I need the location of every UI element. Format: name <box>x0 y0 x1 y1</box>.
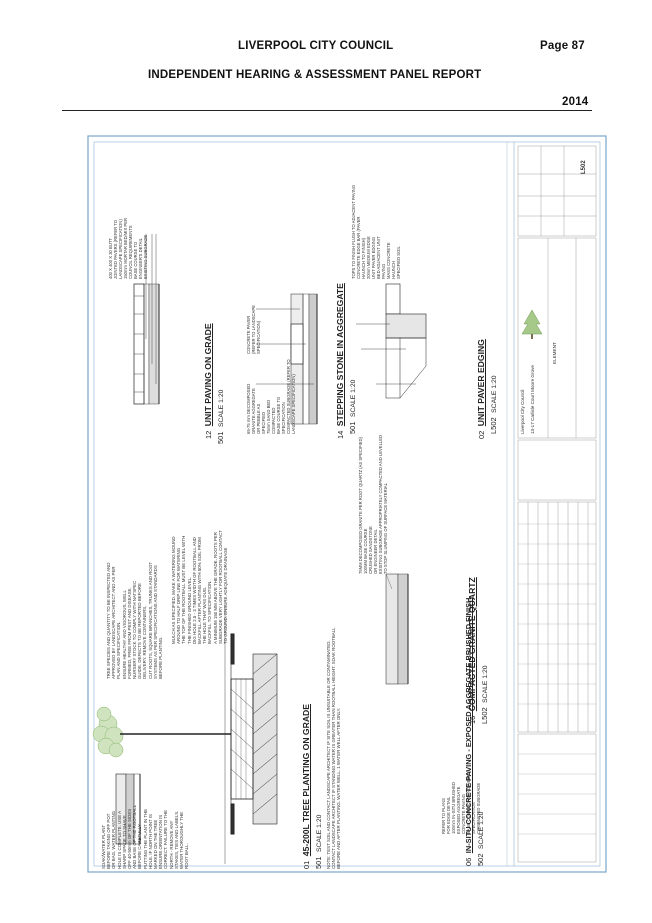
title-block-rows <box>518 523 596 835</box>
stepping-stone-section <box>256 293 318 425</box>
tree-canopy <box>92 706 124 758</box>
note-general: NOTE: TEST SOIL AND CONTACT LANDSCAPE AR… <box>326 627 342 869</box>
report-year: 2014 <box>562 96 589 108</box>
unit-paving-section <box>133 234 160 405</box>
detail-01-sheet: 501 <box>314 856 323 869</box>
detail-16-sheet: L502 <box>480 707 489 724</box>
council-name: LIVERPOOL CITY COUNCIL <box>238 40 394 52</box>
header-rule <box>62 110 592 111</box>
detail-02-scale: SCALE 1:20 <box>491 375 498 413</box>
drawing-sheet: 12 UNIT PAVING ON GRADE 501 SCALE 1:20 1… <box>86 134 608 874</box>
detail-16-scale-row: L502 SCALE 1:20 <box>474 665 492 724</box>
note-soak-water: SOAK/WATER PLANT BEFORE TAKING OFF POT O… <box>101 804 190 869</box>
page-number: Page 87 <box>540 40 585 52</box>
detail-02-sheet: L502 <box>489 417 498 434</box>
paver-edging-section <box>356 283 427 399</box>
detail-06-sheet: 502 <box>476 853 485 866</box>
detail-14-scale-row: 501 SCALE 1:20 <box>342 380 360 434</box>
detail-12-sheet: 501 <box>216 431 225 444</box>
concrete-paving-section <box>115 773 141 845</box>
detail-12-scale-row: 501 SCALE 1:20 <box>210 390 228 444</box>
detail-01-scale-row: 501 SCALE 1:20 <box>308 815 326 869</box>
title-block-firm: ELEMENT <box>552 342 557 364</box>
detail-01-scale: SCALE 1:20 <box>316 814 323 853</box>
note-concrete-paving: REFER TO PLANS FOR EDGE DETAIL 100mm IN-… <box>441 770 481 834</box>
detail-16-scale: SCALE 1:20 <box>482 665 489 703</box>
title-block <box>517 145 597 863</box>
detail-12-scale: SCALE 1:20 <box>218 389 225 428</box>
note-mulch: MULCH AS SPECIFIED. MAKE A WATERING MOUN… <box>171 530 229 644</box>
detail-02-scale-row: L502 SCALE 1:20 <box>483 375 501 434</box>
drawing-linework <box>87 135 607 873</box>
tree-planting-section <box>92 604 278 864</box>
title-block-sheet: L502 <box>581 160 587 174</box>
detail-14-scale: SCALE 1:20 <box>350 379 357 418</box>
note-granite-quartz: 75MM DECOMPOSED GRANITE PER ROOT QUARTZ … <box>358 434 388 574</box>
granite-quartz-section <box>385 573 409 685</box>
note-stepping-right: CONCRETE PAVER (REFER TO LANDSCAPE SPECI… <box>246 305 261 354</box>
firm-logo <box>521 309 543 339</box>
sheet-inner-border <box>93 141 601 867</box>
note-unit-paving: 400 X 400 X 30 BUTT JOINTED PAVERS (REFE… <box>108 217 148 279</box>
note-edging: TOPS TO FINISH FLUSH TO ADJACENT PAVING … <box>351 184 401 279</box>
note-stepping-stone: 65-75 mm DECOMPOSED GRANITE AGGREGATE OR… <box>246 359 296 434</box>
note-tree-species: TREE SPECIES AND QUANTITY TO BE INSPECTE… <box>106 562 164 679</box>
title-block-client: Liverpool City Council <box>520 389 525 434</box>
detail-14-sheet: 501 <box>348 421 357 434</box>
title-block-project: 13-17 Carlisle Court Moore Grove <box>530 365 535 434</box>
report-title: INDEPENDENT HEARING & ASSESSMENT PANEL R… <box>148 69 482 81</box>
sheet-outer-border <box>87 135 607 873</box>
